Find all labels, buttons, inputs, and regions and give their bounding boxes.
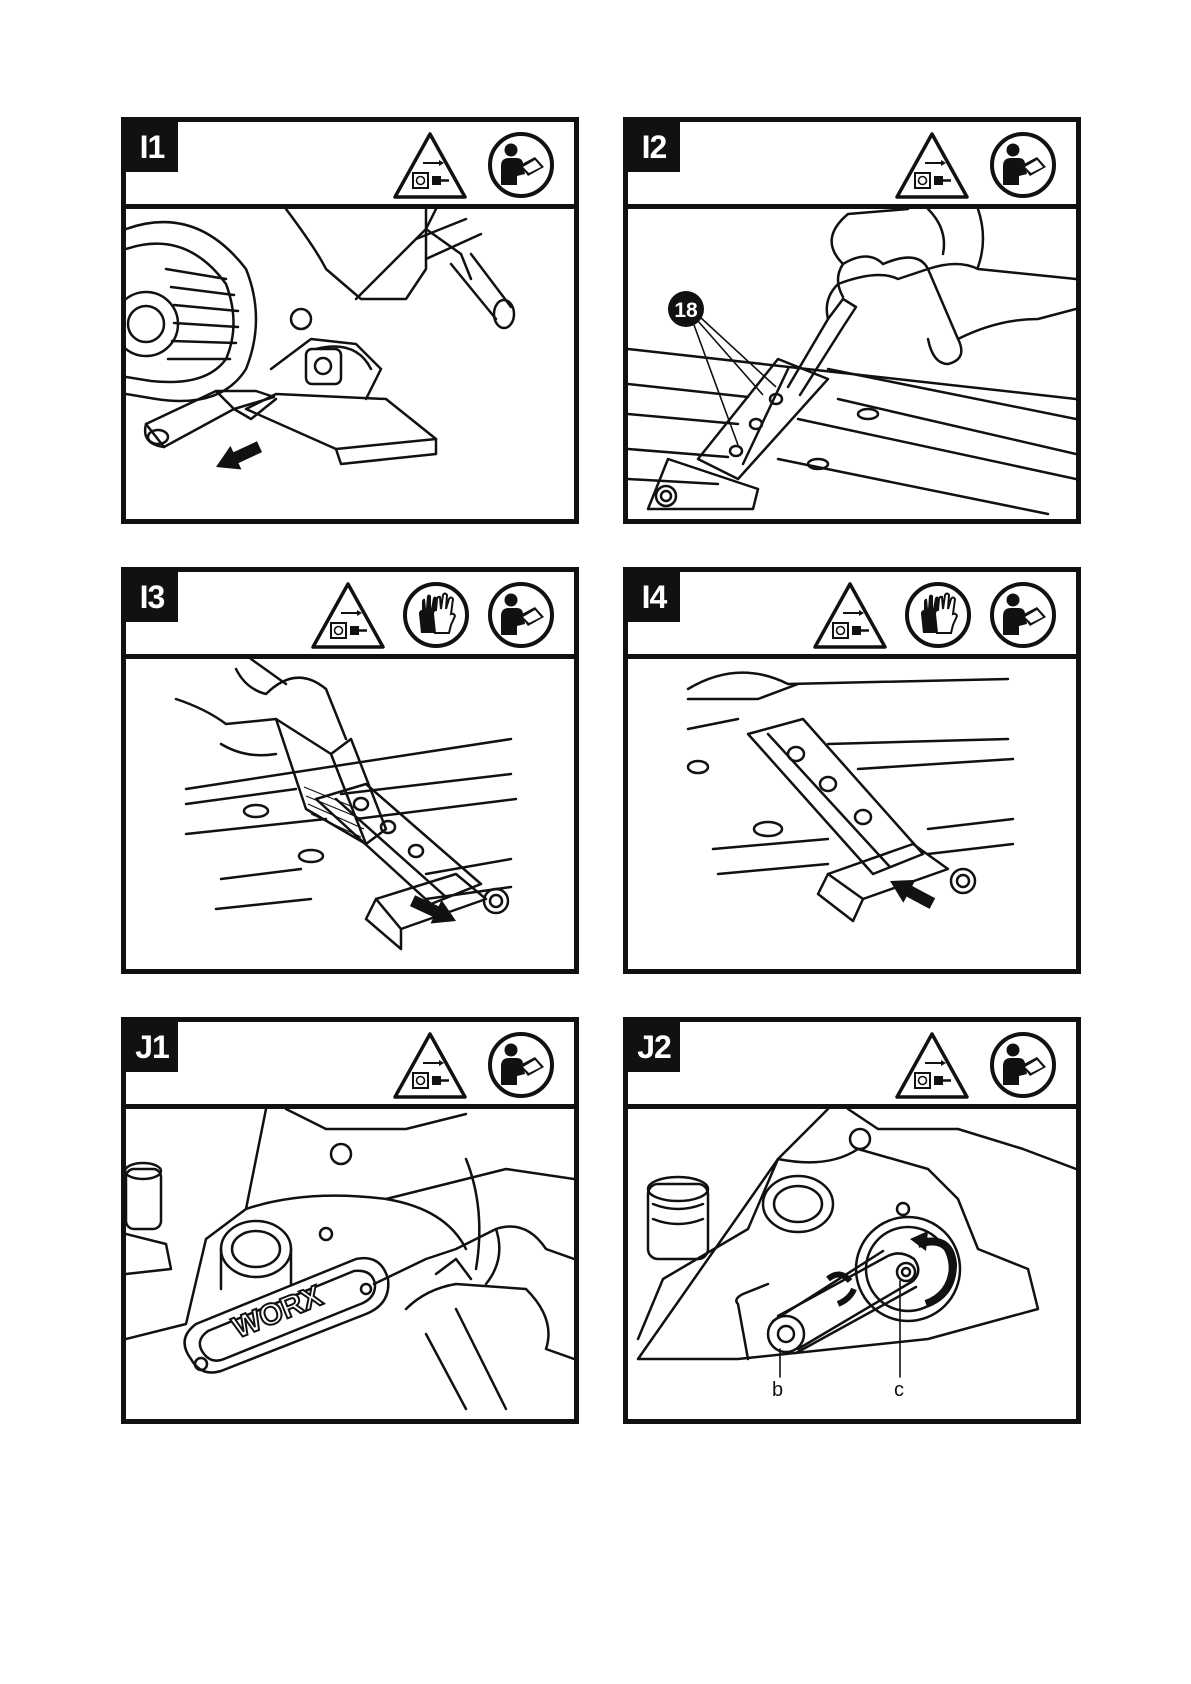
illustration-area: b c [628,1109,1076,1419]
blade-removal-illustration [126,659,574,969]
unplug-warning-icon [895,131,969,201]
figure-panel-i2: I2 [623,117,1081,524]
unplug-warning-icon [895,1031,969,1101]
unplug-warning-icon [393,1031,467,1101]
panel-label: I3 [126,572,178,622]
panel-header: I1 [126,122,574,209]
figure-panel-j2: J2 [623,1017,1081,1424]
figure-panel-i1: I1 [121,117,579,524]
panel-label: I1 [126,122,178,172]
callout-number: 18 [674,299,698,322]
panel-label: I2 [628,122,680,172]
panel-label: J2 [628,1022,680,1072]
gloves-icon [904,581,974,651]
illustration-area: 18 [628,209,1076,519]
figure-panel-i3: I3 [121,567,579,974]
panel-header: I4 [628,572,1076,659]
read-manual-icon [989,131,1059,201]
read-manual-icon [989,581,1059,651]
figure-panel-i4: I4 [623,567,1081,974]
panel-header: I3 [126,572,574,659]
panel-header: J1 [126,1022,574,1109]
blade-insertion-illustration [628,659,1076,969]
part-label-c: c [894,1379,904,1402]
part-label-b: b [772,1379,783,1402]
read-manual-icon [989,1031,1059,1101]
unplug-warning-icon [393,131,467,201]
read-manual-icon [487,131,557,201]
gloves-icon [402,581,472,651]
belt-cover-removal-illustration: WORX [126,1109,574,1419]
read-manual-icon [487,581,557,651]
blade-screw-loosen-illustration: 18 [628,209,1076,519]
panel-header: I2 [628,122,1076,209]
illustration-area [628,659,1076,969]
panel-label: I4 [628,572,680,622]
unplug-warning-icon [311,581,385,651]
unplug-warning-icon [813,581,887,651]
illustration-area: WORX [126,1109,574,1419]
panel-header: J2 [628,1022,1076,1109]
illustration-area [126,209,574,519]
drive-belt-replacement-illustration [628,1109,1076,1419]
panel-label: J1 [126,1022,178,1072]
planer-unplug-illustration [126,209,574,519]
illustration-area [126,659,574,969]
read-manual-icon [487,1031,557,1101]
figure-panel-j1: J1 [121,1017,579,1424]
